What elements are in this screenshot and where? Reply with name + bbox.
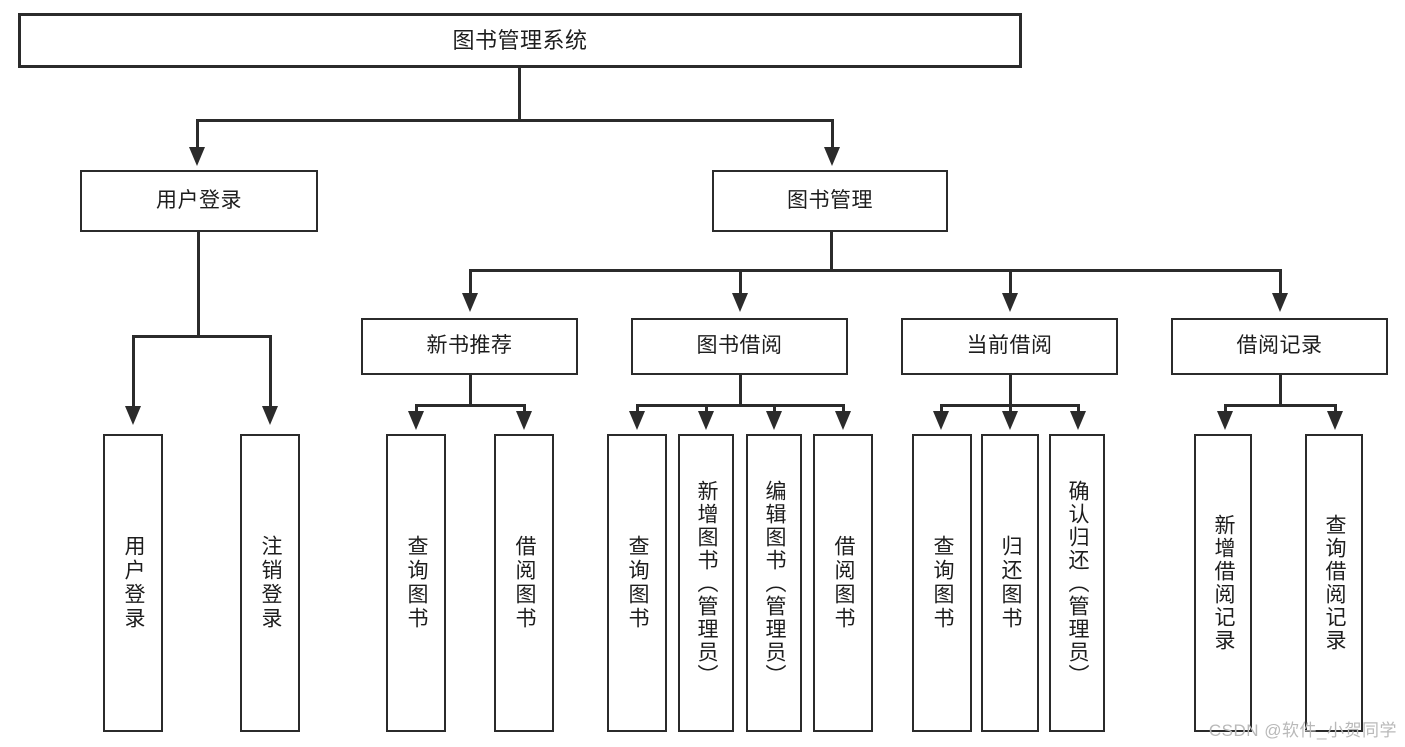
leaf-borrow-book-borrow[interactable]: 借阅图书 — [813, 434, 873, 732]
arrowhead-book-borrow — [732, 293, 748, 312]
arrowhead-leaf-logout — [262, 406, 278, 425]
connector-drop-user-login — [196, 119, 199, 149]
node-current-borrow[interactable]: 当前借阅 — [901, 318, 1118, 375]
connector-drop-book-management — [831, 119, 834, 149]
leaf-query-borrow-record[interactable]: 查询借阅记录 — [1305, 434, 1363, 732]
node-label: 确认归还（管理员） — [1066, 479, 1090, 687]
arrowhead-leaf-borrow-book-1 — [516, 411, 532, 430]
connector-user-login-bus — [132, 335, 271, 338]
connector-drop-leaf-borrow-book-1 — [523, 404, 526, 413]
arrowhead-borrow-record — [1272, 293, 1288, 312]
leaf-add-borrow-record[interactable]: 新增借阅记录 — [1194, 434, 1252, 732]
node-label: 图书管理系统 — [452, 27, 588, 53]
connector-drop-leaf-query-record — [1334, 404, 1337, 413]
node-label: 图书借阅 — [696, 334, 783, 358]
node-label: 新书推荐 — [426, 334, 513, 358]
connector-drop-borrow-record — [1279, 269, 1282, 295]
arrowhead-leaf-query-book-3 — [933, 411, 949, 430]
connector-drop-leaf-edit-book — [773, 404, 776, 413]
connector-book-borrow-bus — [636, 404, 844, 407]
leaf-query-book-recommend[interactable]: 查询图书 — [386, 434, 446, 732]
connector-drop-leaf-add-book — [705, 404, 708, 413]
leaf-logout[interactable]: 注销登录 — [240, 434, 300, 732]
arrowhead-current-borrow — [1002, 293, 1018, 312]
node-borrow-record[interactable]: 借阅记录 — [1171, 318, 1388, 375]
node-label: 查询借阅记录 — [1323, 514, 1347, 652]
node-label: 借阅图书 — [513, 535, 537, 631]
connector-drop-book-borrow — [739, 269, 742, 295]
arrowhead-leaf-query-book-1 — [408, 411, 424, 430]
connector-drop-new-book-recommend — [469, 269, 472, 295]
connector-drop-leaf-borrow-book-2 — [842, 404, 845, 413]
node-label: 借阅记录 — [1236, 334, 1323, 358]
arrowhead-book-management — [824, 147, 840, 166]
watermark-text: CSDN @软件_小贺同学 — [1208, 721, 1397, 740]
arrowhead-leaf-add-book — [698, 411, 714, 430]
connector-level2-bus — [196, 119, 834, 122]
leaf-edit-book-admin[interactable]: 编辑图书（管理员） — [746, 434, 802, 732]
arrowhead-leaf-add-record — [1217, 411, 1233, 430]
arrowhead-leaf-user-login — [125, 406, 141, 425]
connector-drop-leaf-confirm-return — [1077, 404, 1080, 413]
connector-new-book-recommend-bus — [415, 404, 525, 407]
connector-root-stem — [518, 68, 521, 121]
leaf-add-book-admin[interactable]: 新增图书（管理员） — [678, 434, 734, 732]
node-label: 归还图书 — [999, 535, 1023, 631]
node-label: 新增借阅记录 — [1212, 514, 1236, 652]
arrowhead-leaf-borrow-book-2 — [835, 411, 851, 430]
connector-drop-leaf-return-book — [1009, 404, 1012, 413]
node-root-book-management-system[interactable]: 图书管理系统 — [18, 13, 1022, 68]
node-new-book-recommend[interactable]: 新书推荐 — [361, 318, 578, 375]
arrowhead-leaf-return-book — [1002, 411, 1018, 430]
node-label: 用户登录 — [122, 535, 146, 631]
node-user-login[interactable]: 用户登录 — [80, 170, 318, 232]
node-label: 用户登录 — [156, 188, 242, 212]
connector-drop-leaf-user-login — [132, 335, 135, 408]
connector-drop-leaf-query-book-1 — [415, 404, 418, 413]
connector-drop-leaf-query-book-3 — [940, 404, 943, 413]
connector-drop-leaf-query-book-2 — [636, 404, 639, 413]
connector-book-borrow-stem — [739, 375, 742, 406]
leaf-return-book[interactable]: 归还图书 — [981, 434, 1039, 732]
node-book-management[interactable]: 图书管理 — [712, 170, 948, 232]
node-label: 编辑图书（管理员） — [763, 479, 787, 687]
arrowhead-new-book-recommend — [462, 293, 478, 312]
leaf-user-login[interactable]: 用户登录 — [103, 434, 163, 732]
connector-current-borrow-stem — [1009, 375, 1012, 406]
leaf-borrow-book-recommend[interactable]: 借阅图书 — [494, 434, 554, 732]
node-label: 借阅图书 — [832, 535, 856, 631]
leaf-query-book-current[interactable]: 查询图书 — [912, 434, 972, 732]
connector-level3-bus — [469, 269, 1281, 272]
node-label: 当前借阅 — [966, 334, 1053, 358]
connector-drop-leaf-logout — [269, 335, 272, 408]
connector-new-book-recommend-stem — [469, 375, 472, 406]
connector-user-login-stem — [197, 232, 200, 337]
connector-drop-leaf-add-record — [1224, 404, 1227, 413]
arrowhead-leaf-query-record — [1327, 411, 1343, 430]
node-label: 查询图书 — [405, 535, 429, 631]
node-label: 查询图书 — [931, 535, 955, 631]
node-book-borrow[interactable]: 图书借阅 — [631, 318, 848, 375]
connector-borrow-record-stem — [1279, 375, 1282, 406]
arrowhead-user-login — [189, 147, 205, 166]
connector-drop-current-borrow — [1009, 269, 1012, 295]
leaf-query-book-borrow[interactable]: 查询图书 — [607, 434, 667, 732]
connector-book-management-stem — [830, 232, 833, 271]
leaf-confirm-return-admin[interactable]: 确认归还（管理员） — [1049, 434, 1105, 732]
connector-borrow-record-bus — [1224, 404, 1335, 407]
arrowhead-leaf-edit-book — [766, 411, 782, 430]
node-label: 图书管理 — [787, 188, 873, 212]
node-label: 注销登录 — [259, 535, 283, 631]
arrowhead-leaf-query-book-2 — [629, 411, 645, 430]
arrowhead-leaf-confirm-return — [1070, 411, 1086, 430]
node-label: 新增图书（管理员） — [695, 479, 719, 687]
node-label: 查询图书 — [626, 535, 650, 631]
